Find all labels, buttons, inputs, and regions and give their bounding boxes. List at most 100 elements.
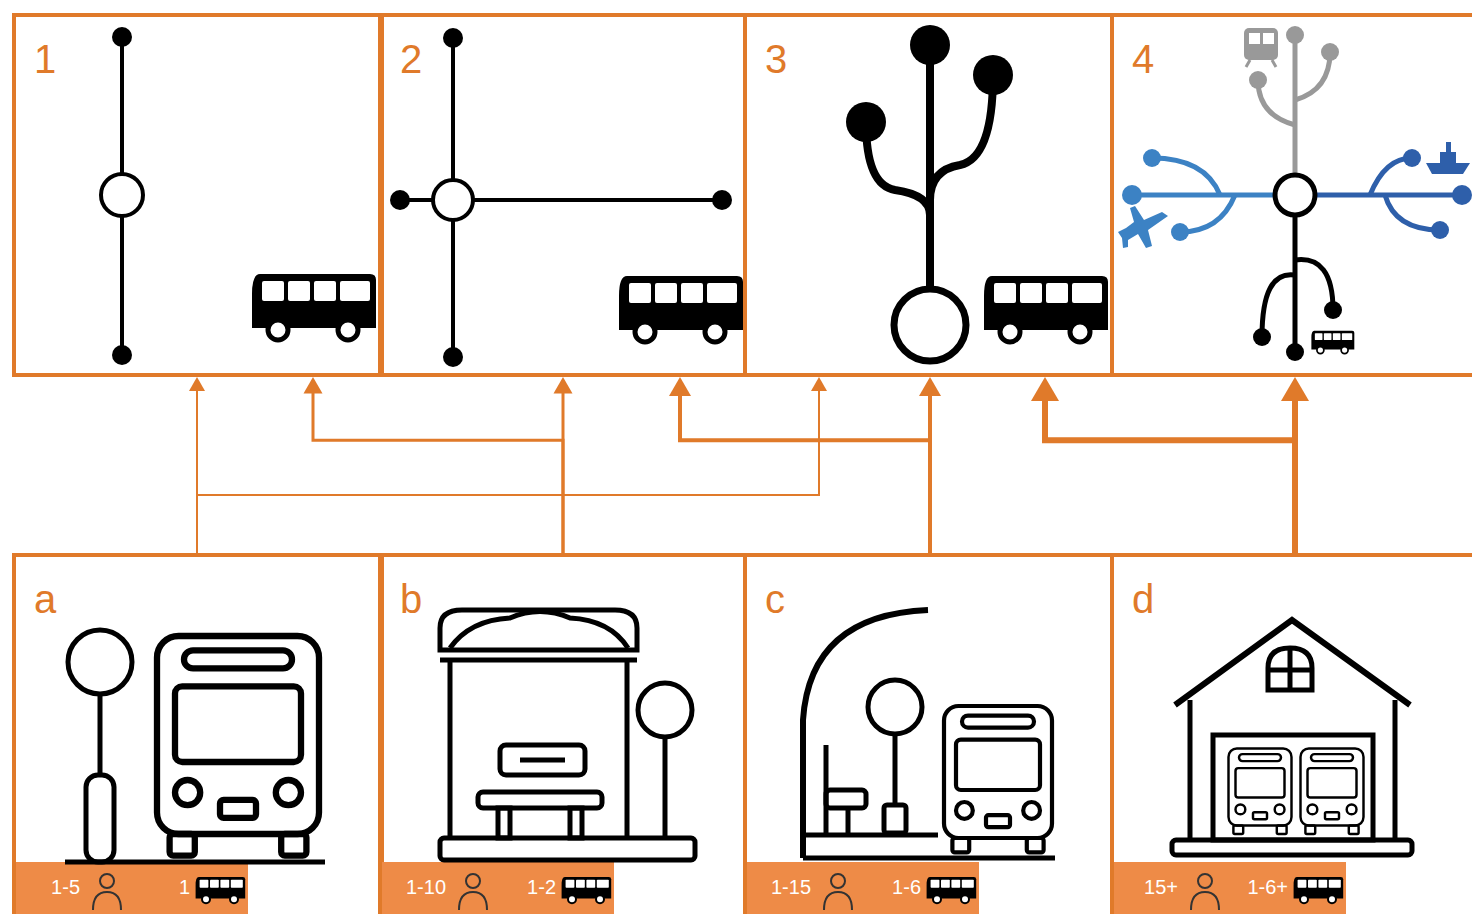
passenger-count: 1-10 [406,877,446,897]
connector-line [562,390,565,553]
shelter-stop-b-part [520,758,565,763]
multimodal-network-4-part [1263,33,1274,44]
cross-network-2-part [443,28,463,48]
line-network-1 [101,27,376,365]
cross-network-2 [390,28,743,367]
multimodal-network-4-part [1118,206,1168,248]
canopy-stop-c-part [803,610,928,858]
shelter-stop-b-part [625,660,630,840]
panel-label: 1 [34,39,56,79]
panel-label: a [34,579,56,619]
depot-stop-d-part [1188,700,1193,842]
canopy-stop-c-part [893,734,898,805]
bus-count: 1 [179,877,190,897]
multimodal-network-4-part [1249,33,1260,44]
panel-label: d [1132,579,1154,619]
tree-network-3-part [984,276,1108,342]
shelter-stop-b [440,610,695,860]
arrow-head [919,377,941,396]
network-panel: 3 [743,13,1114,377]
multimodal-network-4-part [1244,28,1278,60]
bus-front [157,636,319,856]
multimodal-network-4-part [1293,215,1298,352]
train-front [1301,749,1364,834]
shelter-stop-b-part [500,745,585,775]
arrow-head [189,377,205,391]
multimodal-network-4-part [1253,328,1271,346]
flow-connector [1281,377,1309,553]
tree-network-3-part [973,55,1013,95]
canopy-stop-c-part [846,808,851,835]
arrow-head [1281,377,1309,401]
line-network-1-part [101,174,143,216]
multimodal-network-4-part [1311,331,1354,354]
panel-label: 4 [1132,39,1154,79]
shelter-stop-b-part [498,808,510,838]
simple-stop-a [65,630,325,862]
shelter-stop-b-part [478,792,602,808]
canopy-stop-c [803,610,1055,858]
connector-line [1045,396,1295,553]
shelter-stop-b-part [638,683,692,737]
multimodal-network-4-part [1180,195,1235,232]
connector-line [196,388,198,553]
capacity-band: 15+1-6+ [1114,862,1346,914]
panel-label: 3 [765,39,787,79]
simple-stop-a-part [98,694,103,775]
tree-network-3-part [926,45,934,287]
stop-panel: a 1-51 [12,553,384,914]
band-icons-part [93,874,1219,910]
cross-network-2-part [443,347,463,367]
flow-connector [189,377,205,553]
multimodal-network-4-part [1246,60,1276,67]
multimodal-network-4-part [1249,71,1267,89]
multimodal-network-4-part [1286,343,1304,361]
shelter-stop-b-part [663,737,668,838]
passenger-count: 15+ [1144,877,1178,897]
multimodal-network-4-part [1324,301,1342,319]
multimodal-network-4-part [1431,221,1449,239]
multimodal-network-4-part [1385,195,1440,230]
multimodal-network-4-part [1152,158,1220,195]
flow-connector [919,377,941,553]
cross-network-2-part [390,190,410,210]
depot-stop-d-part [1175,620,1410,705]
depot-stop-d-part [1393,700,1398,842]
arrow-head [811,377,827,391]
train-front [1229,749,1292,834]
multimodal-network-4-part [1286,26,1304,44]
line-network-1-part [120,37,124,355]
flow-connector [554,377,573,553]
multimodal-network-4-part [1258,80,1295,125]
cross-network-2-part [433,180,473,220]
capacity-band: 1-51 [16,862,248,914]
canopy-stop-c-part [824,745,829,835]
tree-network-3-part [930,75,993,200]
shelter-stop-b-part [440,658,637,663]
multimodal-network-4 [1118,26,1472,361]
stop-panel: b 1-101-2 [378,553,747,914]
multimodal-network-4-part [1426,163,1470,174]
panel-label: b [400,579,422,619]
depot-stop-d [1172,620,1412,855]
tree-network-3 [846,25,1108,361]
line-network-1-part [112,27,132,47]
multimodal-network-4-part [1122,185,1142,205]
depot-stop-d-part [1213,735,1373,840]
arrow-head [669,377,691,396]
multimodal-network-4-part [1295,260,1333,310]
stop-panel: c1-151-6 [743,553,1114,914]
canopy-stop-c-part [868,680,922,734]
line-network-1-part [252,274,376,340]
multimodal-network-4-part [1143,149,1161,167]
multimodal-network-4-part [1171,223,1189,241]
connector-line [928,392,932,553]
panel-label: 2 [400,39,422,79]
capacity-band: 1-101-2 [382,862,614,914]
multimodal-network-4-part [1262,275,1295,337]
tree-network-3-part [910,25,950,65]
stop-panel: d 15+1-6+ [1110,553,1472,914]
multimodal-network-4-part [1452,185,1472,205]
